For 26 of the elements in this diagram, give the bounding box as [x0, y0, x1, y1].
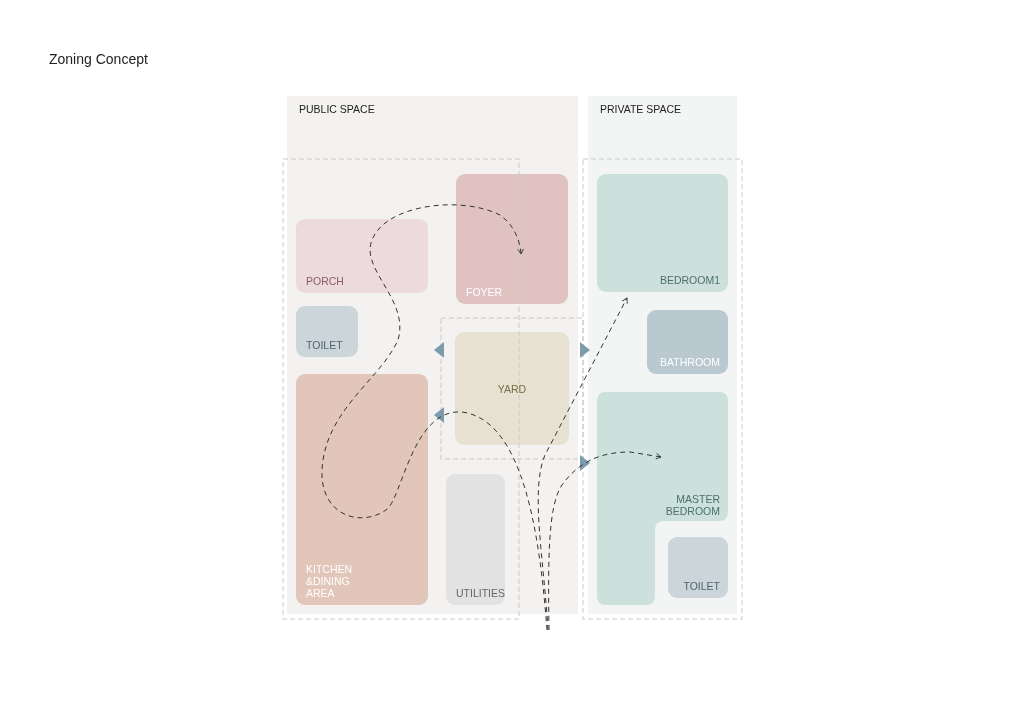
diagram-title: Zoning Concept [49, 51, 148, 67]
room-label: UTILITIES [456, 587, 505, 599]
room-block [296, 219, 428, 293]
room-block [597, 174, 728, 292]
room-label: PORCH [306, 275, 344, 287]
room-label: YARD [496, 383, 528, 395]
dashed-arrow [321, 204, 548, 631]
dashed-arrow [537, 297, 628, 631]
room-label: KITCHEN &DINING AREA [306, 563, 354, 599]
room-label: MASTER BEDROOM [664, 493, 720, 517]
room-block [647, 310, 728, 374]
room-label: TOILET [306, 339, 343, 351]
room-block [456, 174, 568, 304]
room-block [296, 306, 358, 357]
dashed-arrow [548, 451, 662, 631]
zone-panel [588, 96, 737, 614]
room-label: FOYER [466, 286, 503, 298]
zone-panel [287, 96, 578, 614]
zone-heading: PUBLIC SPACE [299, 103, 375, 115]
room-block [455, 332, 569, 445]
room-block [296, 374, 428, 605]
room-label: BEDROOM1 [659, 274, 720, 286]
room-label: BATHROOM [660, 356, 720, 368]
zone-heading: PRIVATE SPACE [600, 103, 682, 115]
room-label: TOILET [683, 580, 720, 592]
room-block [668, 537, 728, 598]
